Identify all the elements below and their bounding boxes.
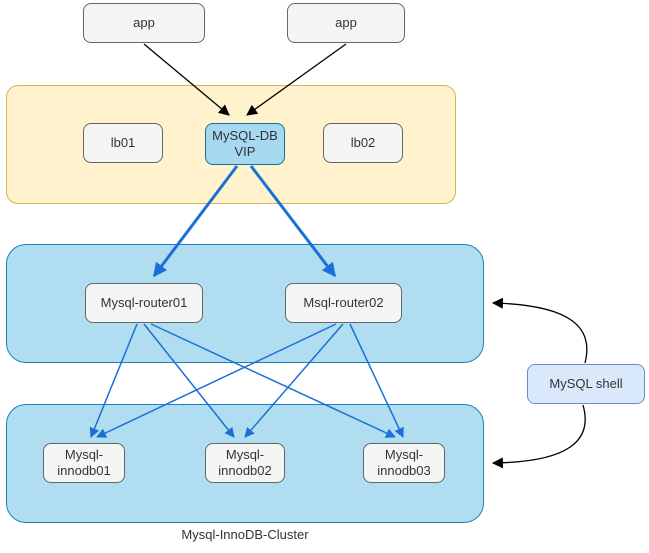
node-mysql-innodb02-label: Mysql-innodb02 <box>218 446 272 478</box>
node-lb01[interactable]: lb01 <box>83 123 163 163</box>
node-app-2-label: app <box>335 14 357 30</box>
node-lb01-label: lb01 <box>110 134 136 150</box>
node-mysql-router01[interactable]: Mysql-router01 <box>85 283 203 323</box>
router-tier-band[interactable] <box>6 244 484 363</box>
node-app-2[interactable]: app <box>287 3 405 43</box>
edge-shell-to-router-band <box>491 297 588 364</box>
node-mysql-shell-label: MySQL shell <box>549 375 623 391</box>
node-mysql-db-vip[interactable]: MySQL-DB VIP <box>205 123 285 165</box>
node-msql-router02-label: Msql-router02 <box>303 294 384 310</box>
node-lb02-label: lb02 <box>350 134 376 150</box>
node-mysql-innodb01[interactable]: Mysql-innodb01 <box>43 443 125 483</box>
node-mysql-router01-label: Mysql-router01 <box>100 294 188 310</box>
cluster-caption: Mysql-InnoDB-Cluster <box>181 527 309 542</box>
node-mysql-innodb02[interactable]: Mysql-innodb02 <box>205 443 285 483</box>
node-app-1-label: app <box>133 14 155 30</box>
node-lb02[interactable]: lb02 <box>323 123 403 163</box>
node-mysql-innodb01-label: Mysql-innodb01 <box>57 446 111 478</box>
node-msql-router02[interactable]: Msql-router02 <box>285 283 402 323</box>
node-mysql-innodb03-label: Mysql-innodb03 <box>377 446 431 478</box>
node-mysql-db-vip-label: MySQL-DB VIP <box>212 127 278 159</box>
node-mysql-shell[interactable]: MySQL shell <box>527 364 645 404</box>
edge-shell-to-innodb-band <box>491 404 586 469</box>
node-app-1[interactable]: app <box>83 3 205 43</box>
node-mysql-innodb03[interactable]: Mysql-innodb03 <box>363 443 445 483</box>
